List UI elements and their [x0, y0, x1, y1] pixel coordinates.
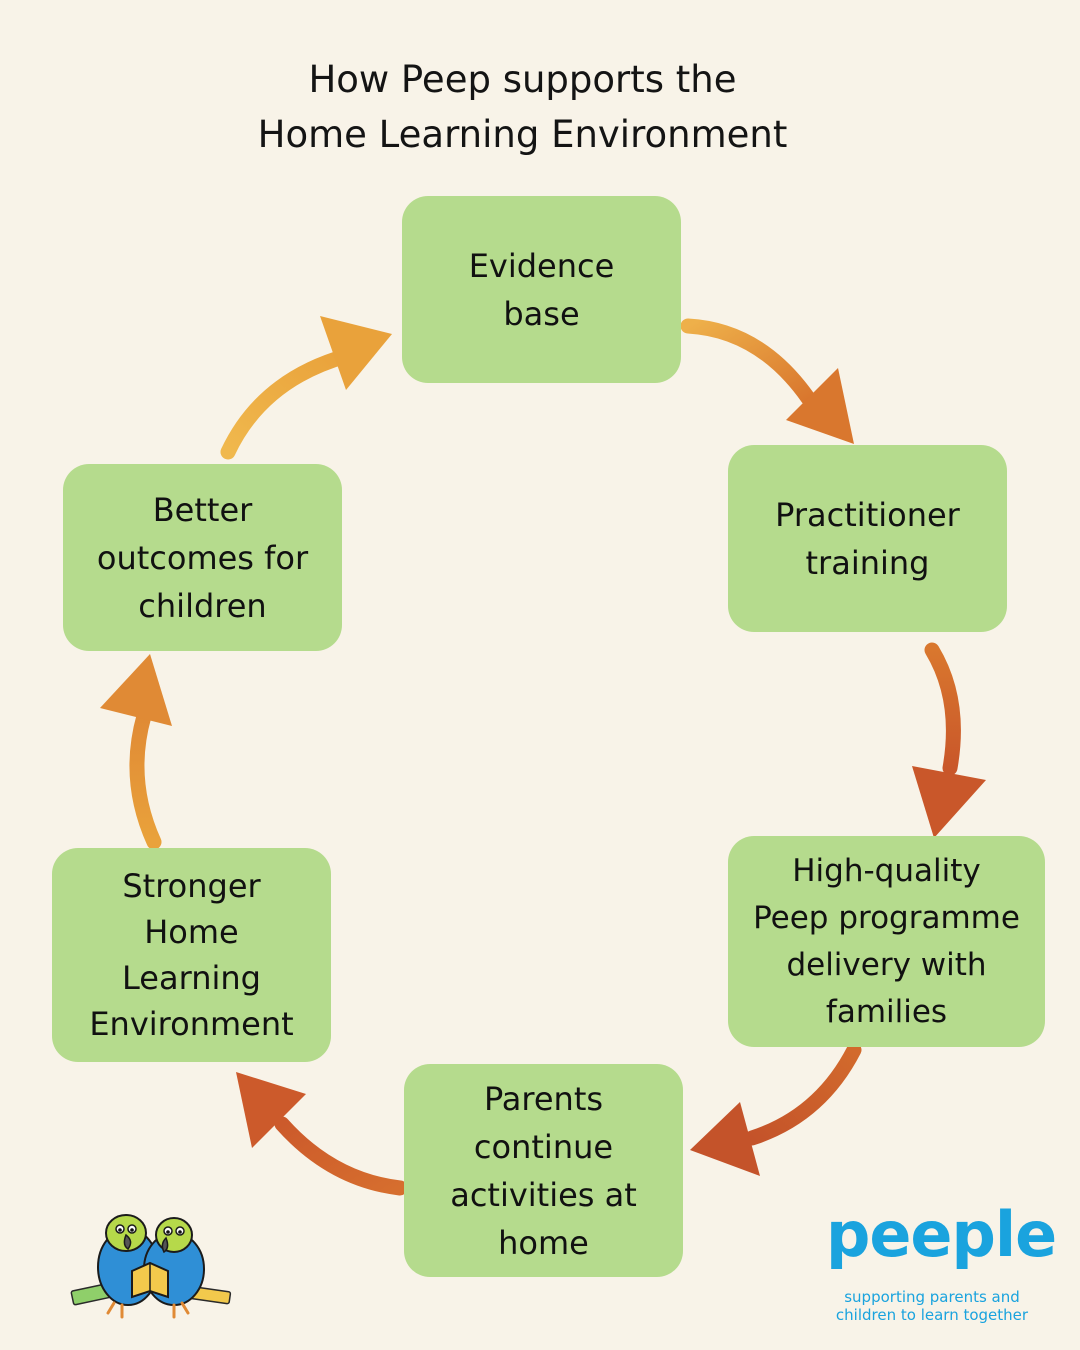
- title-line-2: Home Learning Environment: [257, 113, 788, 156]
- arrow-5: [100, 654, 172, 850]
- node-parents-continue: Parents continue activities at home: [404, 1064, 683, 1277]
- node-programme-delivery: High-quality Peep programme delivery wit…: [728, 836, 1045, 1047]
- title-line-1: How Peep supports the: [308, 58, 737, 101]
- arrow-1: [680, 318, 854, 444]
- node-evidence-base: Evidence base: [402, 196, 681, 383]
- node-better-outcomes: Better outcomes for children: [63, 464, 342, 651]
- arrow-6: [220, 316, 392, 460]
- parrots-reading-book-illustration: [70, 1214, 232, 1319]
- arrow-3: [690, 1042, 862, 1176]
- node-label-line: continue: [473, 1127, 614, 1166]
- node-label-line: Environment: [89, 1005, 294, 1043]
- node-label-line: Better: [152, 490, 253, 529]
- node-label-line: home: [498, 1223, 589, 1262]
- node-label-line: Practitioner: [775, 495, 960, 534]
- node-label-line: children: [138, 586, 267, 625]
- node-label-line: delivery with: [786, 946, 987, 983]
- arrow-2: [912, 642, 986, 838]
- tagline-line-2: children to learn together: [835, 1306, 1029, 1324]
- page-title: How Peep supports the Home Learning Envi…: [0, 52, 1045, 162]
- node-practitioner-training: Practitioner training: [728, 445, 1007, 632]
- tagline-line-1: supporting parents and: [844, 1288, 1020, 1306]
- node-label-line: Learning: [122, 959, 261, 997]
- arrow-4: [236, 1072, 408, 1196]
- node-label-line: outcomes for: [96, 538, 309, 577]
- brand-tagline: supporting parents and children to learn…: [822, 1288, 1042, 1324]
- node-label-line: activities at: [450, 1175, 637, 1214]
- node-label-line: Parents: [483, 1079, 604, 1118]
- node-label-line: base: [503, 294, 580, 333]
- node-label-line: Peep programme: [753, 899, 1020, 936]
- node-label-line: Home: [144, 913, 239, 951]
- node-label-line: training: [805, 543, 930, 582]
- node-stronger-hle: Stronger Home Learning Environment: [52, 848, 331, 1062]
- node-label-line: High-quality: [792, 852, 981, 889]
- node-label-line: Evidence: [468, 246, 615, 285]
- peeple-logo: peeple: [826, 1198, 1057, 1271]
- node-label-line: families: [825, 993, 948, 1030]
- node-label-line: Stronger: [122, 867, 261, 905]
